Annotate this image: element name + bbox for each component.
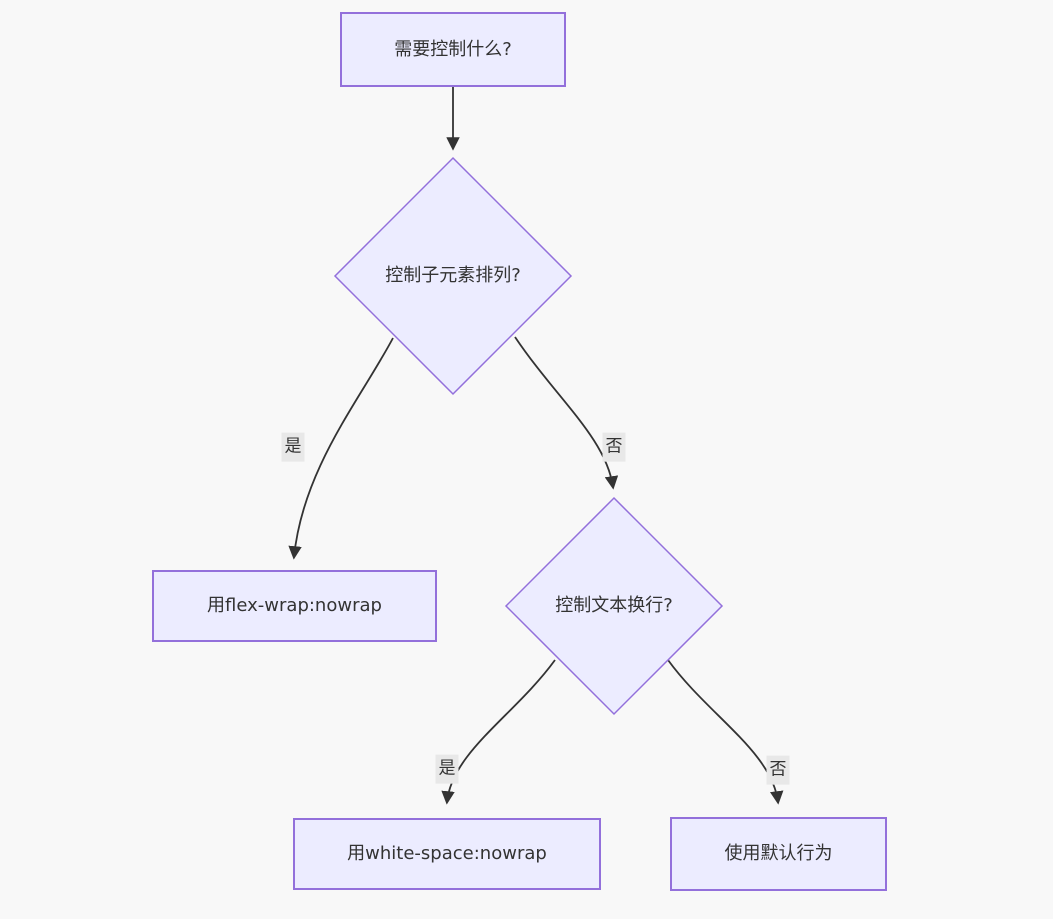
diamond-shape-child-arrangement (333, 156, 573, 396)
node-flex-wrap-nowrap: 用flex-wrap:nowrap (152, 570, 437, 642)
edge-q2-no-to-default (667, 659, 784, 805)
node-flex-wrap-nowrap-label: 用flex-wrap:nowrap (207, 595, 382, 617)
node-start-label: 需要控制什么? (394, 38, 512, 60)
edge-label-q1-yes: 是 (281, 432, 305, 462)
node-default-behavior-label: 使用默认行为 (724, 843, 833, 865)
edge-q1-yes-to-flexwrap (288, 337, 394, 560)
node-default-behavior: 使用默认行为 (670, 817, 887, 891)
edge-label-q2-yes: 是 (435, 754, 459, 784)
edge-label-q2-no: 否 (766, 755, 790, 785)
edge-label-q1-no: 否 (602, 432, 626, 462)
edge-q2-yes-to-whitespace (441, 659, 556, 805)
node-white-space-nowrap: 用white-space:nowrap (293, 818, 601, 890)
node-white-space-nowrap-label: 用white-space:nowrap (347, 843, 547, 865)
node-start: 需要控制什么? (340, 12, 566, 87)
diamond-shape-text-wrapping (504, 496, 724, 716)
edge-q1-no-to-q2 (514, 336, 619, 490)
